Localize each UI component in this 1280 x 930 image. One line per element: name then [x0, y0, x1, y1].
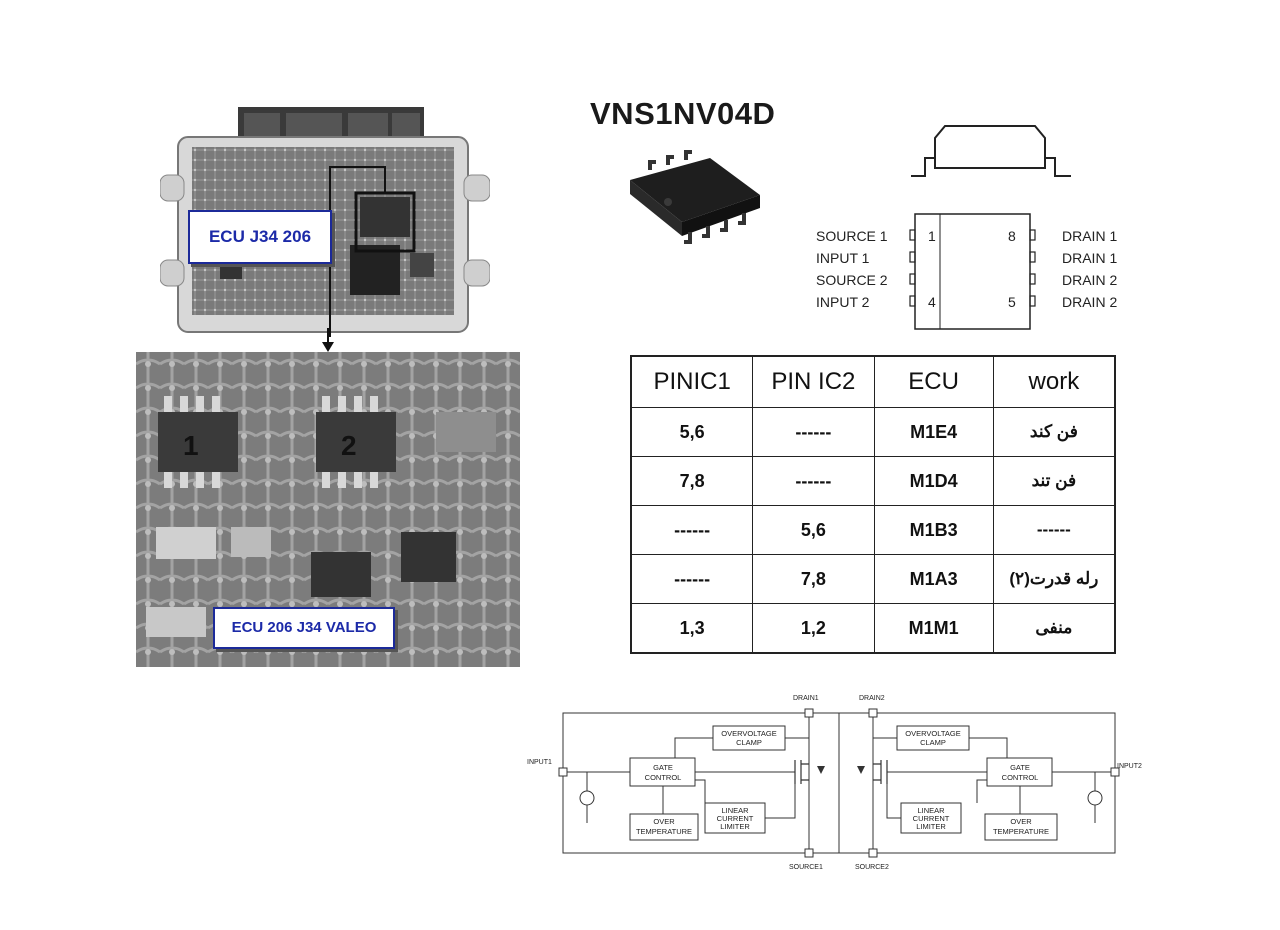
table-cell: رله قدرت(۲) [992, 554, 1116, 604]
pin-number: 1 [928, 228, 936, 244]
current-source-icon [1087, 790, 1103, 806]
table-cell: ------ [992, 505, 1116, 555]
terminal-label: INPUT2 [1117, 763, 1142, 770]
block-label: CURRENT [717, 814, 754, 823]
pin-label: SOURCE 1 [816, 228, 888, 244]
block-label: LIMITER [916, 822, 946, 831]
table-cell: M1B3 [873, 505, 994, 555]
block-label: CONTROL [645, 773, 682, 782]
block-label: OVERVOLTAGE [721, 729, 776, 738]
block-label: OVER [1010, 817, 1032, 826]
chip-package-icon [630, 150, 760, 244]
pin-label: SOURCE 2 [816, 272, 888, 288]
pin-label: INPUT 2 [816, 294, 870, 310]
block-label: CONTROL [1002, 773, 1039, 782]
block-diagram: DRAIN1 DRAIN2 INPUT1 INPUT2 SOURCE1 SOUR… [527, 695, 1142, 871]
table-cell: منفی [992, 603, 1116, 654]
table-cell: M1E4 [873, 407, 994, 457]
table-cell: ------ [752, 407, 875, 457]
arrow-down-icon [322, 328, 334, 352]
pin-label: DRAIN 1 [1062, 228, 1118, 244]
table-cell: M1M1 [873, 603, 994, 654]
pinout-right-labels: DRAIN 1 DRAIN 1 DRAIN 2 DRAIN 2 [1062, 228, 1117, 316]
block-label: GATE [1010, 763, 1030, 772]
pinout-left-labels: SOURCE 1 INPUT 1 SOURCE 2 INPUT 2 [816, 228, 888, 316]
column-header: PINIC1 [630, 355, 754, 408]
block-label: GATE [653, 763, 673, 772]
table-cell: فن کند [992, 407, 1116, 457]
terminal-label: INPUT1 [527, 759, 552, 766]
terminal-label: DRAIN1 [793, 695, 819, 702]
table-cell: فن تند [992, 456, 1116, 506]
table-cell: 7,8 [752, 554, 875, 604]
block-label: TEMPERATURE [993, 827, 1049, 836]
chip-2-label: 2 [341, 430, 357, 461]
table-row: 7,8 ------ M1D4 فن تند [630, 456, 1116, 506]
ecu-label: ECU J34 206 [188, 210, 332, 264]
pin-label: DRAIN 2 [1062, 294, 1118, 310]
pcb-label: ECU 206 J34 VALEO [213, 607, 395, 649]
table-cell: 7,8 [630, 456, 754, 506]
table-cell: 5,6 [752, 505, 875, 555]
current-source-icon [579, 790, 595, 806]
pin-number: 5 [1008, 294, 1016, 310]
package-side-view-icon [911, 125, 1071, 177]
table-cell: 5,6 [630, 407, 754, 457]
table-row: ------ 5,6 M1B3 ------ [630, 505, 1116, 555]
table-cell: ------ [630, 554, 754, 604]
column-header: ECU [873, 355, 994, 408]
block-label: CURRENT [913, 814, 950, 823]
table-cell: ------ [752, 456, 875, 506]
diode-icon [817, 766, 825, 774]
pin-table: PINIC1 PIN IC2 ECU work 5,6 ------ M1E4 … [630, 355, 1116, 654]
column-header: work [992, 355, 1116, 408]
table-row: 1,3 1,2 M1M1 منفی [630, 603, 1116, 654]
pin-number: 8 [1008, 228, 1016, 244]
table-cell: M1D4 [873, 456, 994, 506]
table-cell: M1A3 [873, 554, 994, 604]
page-title: VNS1NV04D [590, 96, 776, 131]
block-label: LINEAR [917, 806, 945, 815]
table-header-row: PINIC1 PIN IC2 ECU work [630, 355, 1116, 408]
terminal-label: DRAIN2 [859, 695, 885, 702]
table-cell: ------ [630, 505, 754, 555]
block-label: TEMPERATURE [636, 827, 692, 836]
table-cell: 1,2 [752, 603, 875, 654]
table-row: 5,6 ------ M1E4 فن کند [630, 407, 1116, 457]
terminal-label: SOURCE2 [855, 864, 889, 871]
pin-number: 4 [928, 294, 936, 310]
pin-label: INPUT 1 [816, 250, 870, 266]
table-cell: 1,3 [630, 603, 754, 654]
block-label: OVERVOLTAGE [905, 729, 960, 738]
block-label: CLAMP [736, 738, 762, 747]
mosfet-icon [794, 760, 809, 784]
terminal-label: SOURCE1 [789, 864, 823, 871]
chip-1-label: 1 [183, 430, 199, 461]
block-label: LIMITER [720, 822, 750, 831]
diode-icon [857, 766, 865, 774]
column-header: PIN IC2 [752, 355, 875, 408]
pin-label: DRAIN 2 [1062, 272, 1118, 288]
pinout-package-icon [909, 213, 1036, 330]
pin-label: DRAIN 1 [1062, 250, 1118, 266]
block-label: OVER [653, 817, 675, 826]
table-row: ------ 7,8 M1A3 رله قدرت(۲) [630, 554, 1116, 604]
block-label: LINEAR [721, 806, 749, 815]
mosfet-icon [873, 760, 888, 784]
block-label: CLAMP [920, 738, 946, 747]
